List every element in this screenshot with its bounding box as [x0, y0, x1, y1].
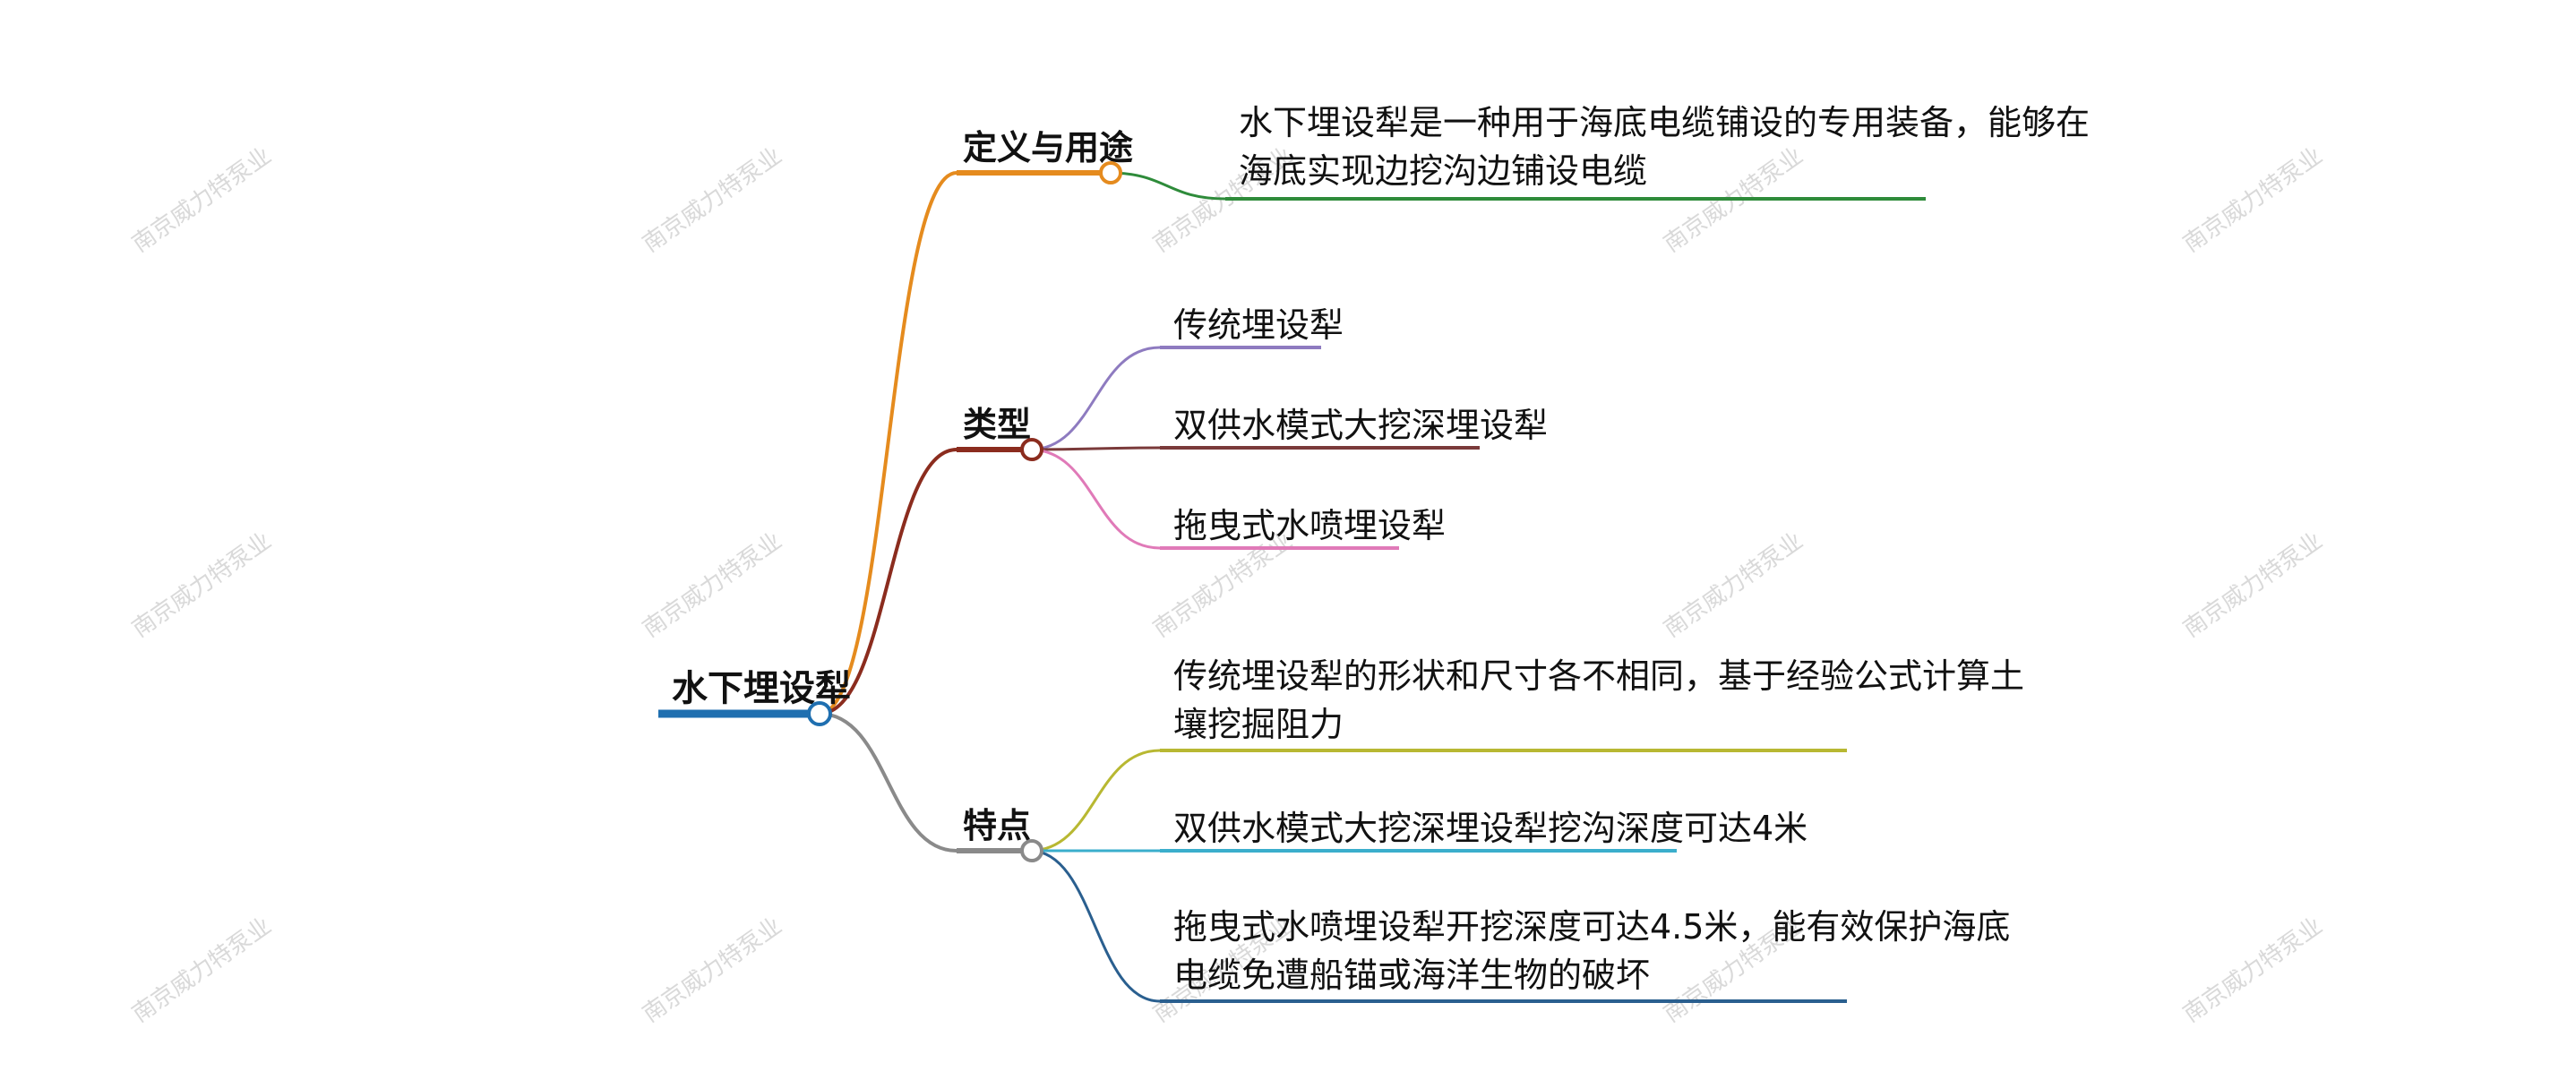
connector-definition-leaf-0 — [1108, 171, 1226, 201]
branch-label-features: 特点 — [963, 806, 1031, 845]
connector-root-to-definition — [819, 171, 957, 716]
watermark-layer: 南京威力特泵业南京威力特泵业南京威力特泵业南京威力特泵业南京威力特泵业南京威力特… — [127, 142, 2327, 1028]
connector-types-leaf-2 — [1029, 448, 1161, 550]
connector-root-to-types — [819, 448, 957, 716]
watermark-text: 南京威力特泵业 — [638, 142, 786, 258]
connector-types-leaf-1 — [1029, 446, 1161, 451]
leaf-text-features-2: 拖曳式水喷埋设犁开挖深度可达4.5米，能有效保护海底 — [1173, 907, 2010, 947]
leaf-text-features-1: 双供水模式大挖深埋设犁挖沟深度可达4米 — [1173, 809, 1807, 848]
watermark-text: 南京威力特泵业 — [127, 527, 276, 643]
leaf-text-definition-0: 海底实现边挖沟边铺设电缆 — [1239, 151, 1647, 191]
branch-label-definition: 定义与用途 — [963, 128, 1133, 167]
leaf-text-features-0: 壤挖掘阻力 — [1173, 705, 1344, 744]
leaf-text-types-2: 拖曳式水喷埋设犁 — [1173, 506, 1446, 545]
watermark-text: 南京威力特泵业 — [127, 142, 276, 258]
watermark-text: 南京威力特泵业 — [638, 527, 786, 643]
watermark-text: 南京威力特泵业 — [2178, 913, 2327, 1028]
leaf-text-features-2: 电缆免遭船锚或海洋生物的破坏 — [1173, 956, 1650, 995]
connector-root-to-features — [819, 712, 957, 853]
leaf-text-types-1: 双供水模式大挖深埋设犁 — [1173, 406, 1548, 445]
collapse-toggle-definition[interactable] — [1099, 161, 1122, 184]
watermark-text: 南京威力特泵业 — [638, 913, 786, 1028]
leaf-text-features-0: 传统埋设犁的形状和尺寸各不相同，基于经验公式计算土 — [1173, 656, 2024, 696]
collapse-toggle-types[interactable] — [1020, 438, 1043, 461]
watermark-text: 南京威力特泵业 — [127, 913, 276, 1028]
node-layer: 水下埋设犁定义与用途水下埋设犁是一种用于海底电缆铺设的专用装备，能够在海底实现边… — [658, 103, 2090, 1003]
connector-features-leaf-0 — [1029, 749, 1161, 853]
connector-types-leaf-0 — [1029, 346, 1161, 451]
leaf-text-definition-0: 水下埋设犁是一种用于海底电缆铺设的专用装备，能够在 — [1239, 103, 2090, 142]
collapse-toggle-features[interactable] — [1020, 839, 1043, 862]
branch-label-types: 类型 — [963, 405, 1031, 444]
leaf-text-types-0: 传统埋设犁 — [1173, 305, 1344, 345]
watermark-text: 南京威力特泵业 — [2178, 527, 2327, 643]
watermark-text: 南京威力特泵业 — [2178, 142, 2327, 258]
watermark-text: 南京威力特泵业 — [1659, 527, 1807, 643]
connector-layer — [819, 171, 1226, 1003]
collapse-toggle-root[interactable] — [807, 701, 832, 726]
connector-features-leaf-2 — [1029, 849, 1161, 1003]
